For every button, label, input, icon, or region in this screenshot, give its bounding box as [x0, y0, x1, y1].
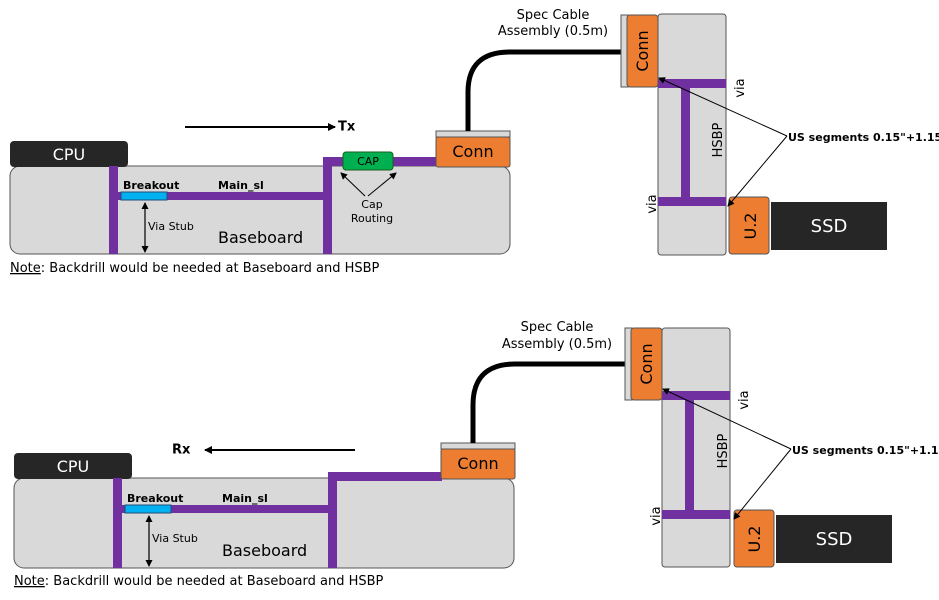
u2-connector: [733, 509, 775, 568]
cpu-box: [10, 141, 128, 167]
cable-label-line1: Spec Cable: [521, 320, 594, 335]
note-text: : Backdrill would be needed at Baseboard…: [41, 261, 380, 276]
via-top-label: via: [733, 78, 748, 97]
cpu-box: [14, 453, 132, 479]
baseboard-conn-label: Conn: [452, 142, 493, 161]
hsbp-trace-vertical: [685, 391, 694, 518]
hsbp-conn: [626, 14, 659, 88]
baseboard: [13, 477, 515, 569]
u2-label: U.2: [741, 213, 760, 240]
ssd-label: SSD: [816, 529, 853, 550]
cable-label-line1: Spec Cable: [517, 8, 590, 23]
cap-component: [342, 151, 394, 171]
cap-routing-label-line1: Cap: [361, 198, 382, 211]
cpu-label: CPU: [53, 145, 86, 164]
breakout-label: Breakout: [123, 179, 179, 192]
cap-routing-arrow-right: [367, 172, 397, 197]
cpu-label: CPU: [57, 457, 90, 476]
ssd-label: SSD: [811, 216, 848, 237]
hsbp-trace-bottom: [662, 510, 730, 519]
vertical-riser-trace: [323, 157, 332, 254]
hsbp-board: [661, 327, 731, 568]
baseboard-conn: [440, 448, 516, 480]
note: Note: Backdrill would be needed at Baseb…: [10, 261, 380, 276]
breakout-segment: [124, 504, 172, 514]
baseboard-label: Baseboard: [222, 541, 307, 560]
baseboard-conn-label: Conn: [457, 454, 498, 473]
baseboard-conn-cap: [440, 442, 516, 450]
rx-panel: CPU Breakout Main_sl Via Stub Baseboard …: [13, 320, 939, 589]
us-segments-label: US segments 0.15"+1.15": [788, 131, 939, 144]
tx-panel: CPU Breakout Main_sl Via Stub Baseboard …: [9, 8, 939, 276]
vertical-riser-trace: [328, 472, 337, 568]
breakout-segment: [120, 191, 168, 201]
via-stub-label: Via Stub: [148, 220, 194, 233]
hsbp-conn-label: Conn: [637, 343, 656, 384]
baseboard-conn-cap: [435, 130, 511, 138]
hsbp-trace-top: [662, 391, 730, 400]
hsbp-trace-top: [658, 79, 726, 88]
hsbp-trace-bottom: [658, 197, 726, 206]
via-trace: [113, 478, 122, 568]
hsbp-conn-label: Conn: [633, 30, 652, 71]
tx-label: Tx: [338, 120, 356, 135]
rx-label: Rx: [172, 443, 191, 458]
u2-label: U.2: [745, 526, 764, 553]
note: Note: Backdrill would be needed at Baseb…: [14, 574, 384, 589]
hsbp-conn: [630, 327, 663, 401]
via-trace: [109, 166, 118, 254]
via-stub-label: Via Stub: [152, 532, 198, 545]
u2-connector: [728, 196, 770, 255]
us-segments-arrow-top: [662, 388, 792, 450]
via-bottom-label: via: [645, 194, 660, 213]
hsbp-label: HSBP: [711, 122, 726, 157]
baseboard: [9, 165, 511, 255]
spec-cable: [465, 49, 624, 131]
cap-routing-label-line2: Routing: [351, 212, 393, 225]
baseboard-label: Baseboard: [218, 228, 303, 247]
us-segments-arrow-bottom: [733, 448, 792, 520]
us-segments-label: US segments 0.15"+1.15": [792, 444, 939, 457]
us-segments-arrow-bottom: [727, 135, 788, 207]
note-prefix: Note: [10, 261, 41, 276]
cable-label-line2: Assembly (0.5m): [502, 337, 612, 352]
note-prefix: Note: [14, 574, 45, 589]
ssd-box: [771, 202, 887, 250]
breakout-label: Breakout: [127, 492, 183, 505]
main-sl-label: Main_sl: [218, 179, 264, 192]
hsbp-board: [657, 13, 727, 256]
spec-cable: [470, 361, 628, 443]
riser-to-conn-trace: [328, 472, 442, 481]
hsbp-label: HSBP: [716, 433, 731, 468]
us-segments-arrow-top: [658, 77, 788, 137]
main-sl-trace: [118, 192, 328, 200]
cap-label: CAP: [357, 155, 379, 168]
cable-label-line2: Assembly (0.5m): [498, 24, 608, 39]
hsbp-trace-vertical: [681, 79, 690, 204]
main-sl-trace: [122, 505, 332, 513]
baseboard-conn: [435, 136, 511, 168]
note-text: : Backdrill would be needed at Baseboard…: [45, 574, 384, 589]
main-sl-label: Main_sl: [222, 492, 268, 505]
via-bottom-label: via: [649, 506, 664, 525]
cap-routing-arrow-left: [340, 172, 366, 197]
via-top-label: via: [737, 390, 752, 409]
ssd-box: [776, 515, 892, 563]
